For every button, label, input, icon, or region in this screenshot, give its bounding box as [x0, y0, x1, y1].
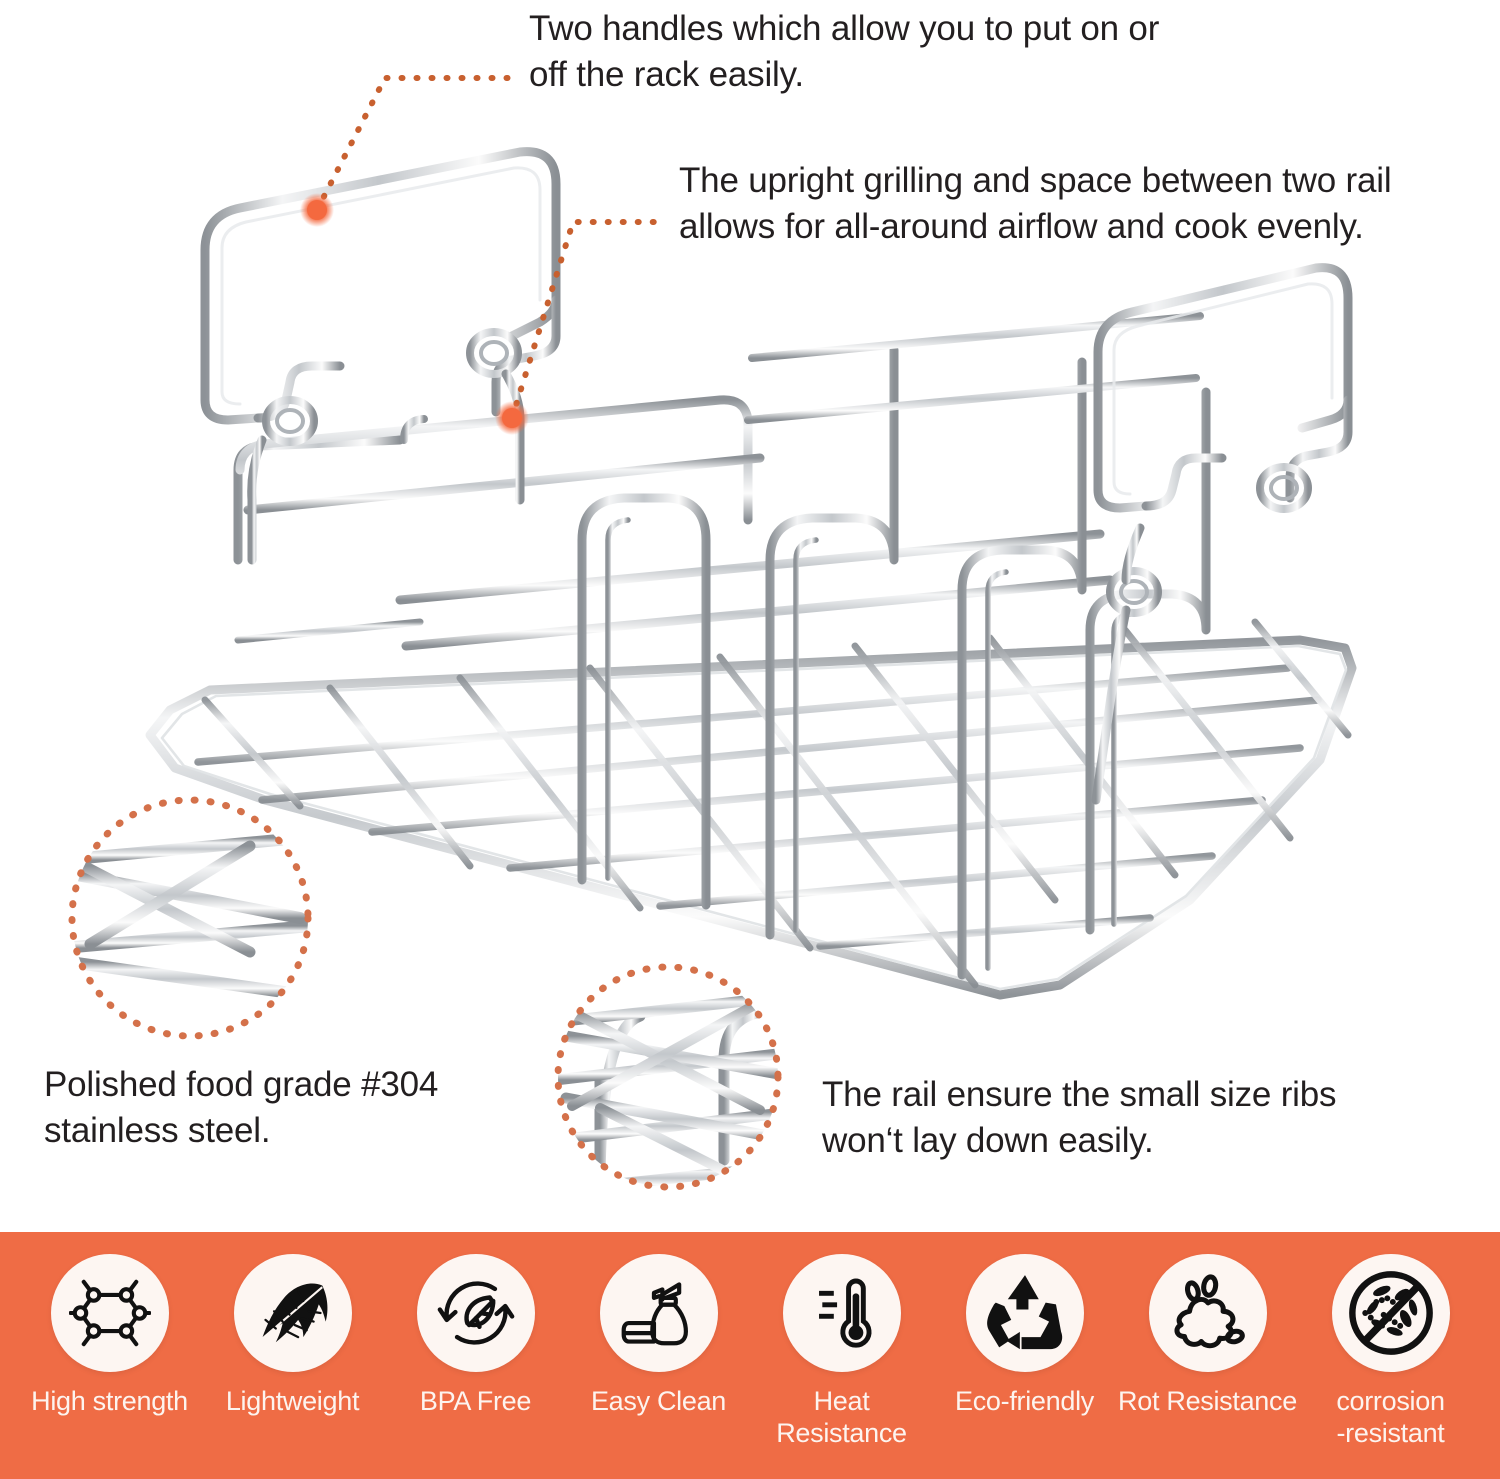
feature-item-eco-friendly: Eco-friendly	[933, 1254, 1116, 1418]
feature-icon-wrap	[233, 1254, 352, 1372]
feature-icon-wrap	[416, 1254, 535, 1372]
upright-back-rail	[744, 312, 1204, 424]
feature-icon-wrap	[782, 1254, 901, 1372]
callout-text-handles: Two handles which allow you to put on or…	[529, 9, 1160, 95]
top-rail-lower	[395, 529, 1115, 651]
feature-label: Rot Resistance	[1118, 1386, 1297, 1416]
inset-rail-magnifier	[554, 963, 782, 1191]
feature-icon-wrap	[1331, 1254, 1450, 1372]
feature-label: Easy Clean	[590, 1386, 727, 1416]
callout-text-airflow: The upright grilling and space between t…	[679, 161, 1392, 247]
top-rail-upper	[235, 395, 765, 525]
feature-icon-wrap	[1148, 1254, 1267, 1372]
feature-item-bpa-free: BPA Free	[384, 1254, 567, 1418]
inset-caption-steel: Polished food grade #304 stainless steel…	[44, 1065, 439, 1151]
feature-item-lightweight: Lightweight	[201, 1254, 384, 1418]
feature-label: High strength	[31, 1386, 188, 1416]
feature-icon-wrap	[50, 1254, 169, 1372]
feature-label: BPA Free	[419, 1386, 532, 1416]
divider-panel-5	[957, 357, 1087, 980]
feature-item-corrosion-resistant: corrosion -resistant	[1299, 1254, 1482, 1450]
feature-item-rot-resistance: Rot Resistance	[1116, 1254, 1299, 1418]
feature-badge-bar: High strength	[0, 1232, 1500, 1479]
no-bacteria-icon	[1348, 1271, 1433, 1355]
leaf-recycle-arrows-icon	[437, 1281, 514, 1345]
handle-right	[1091, 263, 1353, 805]
feature-label: Heat Resistance	[776, 1386, 907, 1448]
water-splash-icon	[1173, 1274, 1245, 1349]
inset-steel-magnifier	[68, 796, 312, 1040]
divider-panel-4	[765, 345, 899, 940]
feature-item-high-strength: High strength	[18, 1254, 201, 1418]
divider-panel-3	[577, 493, 711, 910]
molecule-hexagon-icon	[68, 1279, 151, 1347]
feature-label: corrosion -resistant	[1336, 1386, 1445, 1448]
feather-icon	[260, 1283, 327, 1343]
product-illustration-stage: Two handles which allow you to put on or…	[44, 9, 1392, 1191]
feature-icon-wrap	[599, 1254, 718, 1372]
inset-caption-rail: The rail ensure the small size ribs won‘…	[822, 1075, 1337, 1161]
base-grid-cross	[201, 618, 1352, 989]
recycle-icon	[986, 1275, 1062, 1350]
feature-label: Eco-friendly	[955, 1386, 1094, 1416]
callout-leader-handles	[314, 75, 515, 213]
feature-item-heat-resistance: Heat Resistance	[750, 1254, 933, 1450]
feature-icon-wrap	[965, 1254, 1084, 1372]
feature-label: Lightweight	[225, 1386, 360, 1416]
thermometer-icon	[818, 1278, 871, 1348]
rib-rack-line-drawing	[68, 75, 1357, 1191]
spray-bottle-icon	[621, 1282, 688, 1346]
feature-item-easy-clean: Easy Clean	[567, 1254, 750, 1418]
divider-panel-2	[399, 415, 431, 873]
handle-left	[200, 147, 561, 565]
